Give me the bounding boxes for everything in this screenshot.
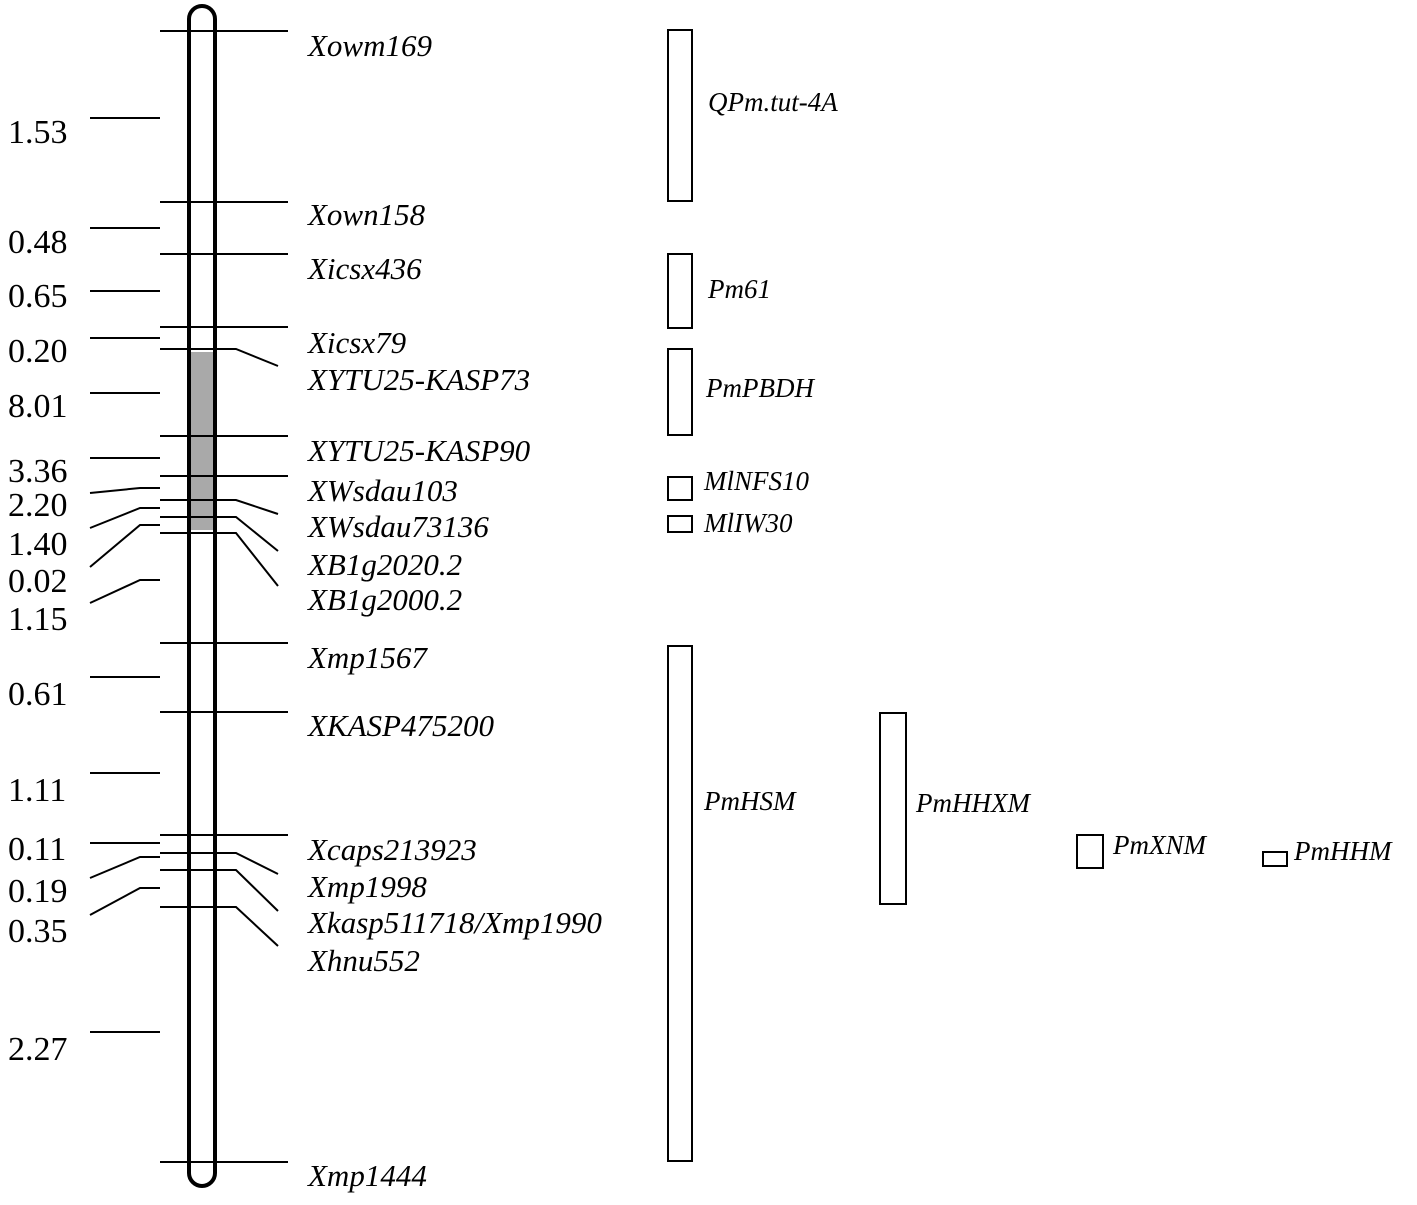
marker-label: XB1g2020.2 [306, 547, 462, 582]
gene-interval-box [667, 253, 693, 329]
marker-label: XWsdau103 [306, 473, 458, 508]
distance-label: 0.19 [8, 873, 68, 910]
marker-label: Xhnu552 [306, 943, 420, 978]
marker-label: XYTU25-KASP90 [306, 433, 531, 468]
distance-label: 0.20 [8, 333, 68, 370]
distance-label: 1.40 [8, 526, 68, 563]
marker-labels: Xowm169 Xown158 Xicsx436 Xicsx79 XYTU25-… [306, 28, 602, 1193]
distance-label: 1.11 [8, 772, 66, 809]
chromosome-bar [187, 4, 217, 1188]
marker-label: Xkasp511718/Xmp1990 [306, 905, 602, 940]
highlighted-interval [191, 352, 213, 530]
gene-interval-box [879, 712, 907, 905]
marker-label: Xcaps213923 [306, 832, 477, 867]
distance-label: 2.27 [8, 1031, 68, 1068]
marker-label: Xicsx436 [306, 251, 422, 286]
distance-label: 1.15 [8, 601, 68, 638]
gene-label: PmXNM [1112, 830, 1207, 860]
marker-label: XWsdau73136 [306, 509, 489, 544]
marker-label: Xmp1998 [306, 869, 427, 904]
distance-tick [89, 579, 160, 604]
marker-tick [160, 852, 279, 875]
distance-ticks [89, 117, 160, 1033]
marker-label: Xowm169 [306, 28, 432, 63]
distance-tick [89, 487, 160, 494]
distance-tick [89, 507, 160, 529]
distance-label: 0.65 [8, 278, 68, 315]
marker-ticks [160, 30, 288, 1163]
gene-interval-box [1262, 851, 1288, 867]
marker-label: XKASP475200 [306, 708, 494, 743]
distance-label: 0.11 [8, 831, 66, 868]
distance-tick [89, 524, 160, 568]
distance-labels: 1.53 0.48 0.65 0.20 8.01 3.36 2.20 1.40 … [8, 114, 68, 1068]
marker-tick [160, 516, 279, 552]
distance-tick [89, 856, 160, 879]
gene-interval-box [1076, 834, 1104, 869]
marker-label: Xmp1444 [306, 1158, 427, 1193]
gene-label: PmHHXM [915, 788, 1031, 818]
marker-label: XYTU25-KASP73 [306, 362, 530, 397]
marker-tick [160, 532, 279, 587]
gene-label: Pm61 [707, 274, 771, 304]
distance-label: 1.53 [8, 114, 68, 151]
gene-label: PmHSM [703, 786, 797, 816]
distance-label: 0.48 [8, 224, 68, 261]
gene-interval-box [667, 29, 693, 202]
gene-label: QPm.tut-4A [708, 87, 838, 117]
marker-tick [160, 869, 279, 912]
gene-intervals: QPm.tut-4A Pm61 PmPBDH MlNFS10 MlIW30 Pm… [667, 29, 1393, 1162]
gene-interval-box [667, 476, 693, 501]
distance-label: 0.61 [8, 676, 68, 713]
distance-tick [89, 887, 160, 916]
marker-label: XB1g2000.2 [306, 582, 462, 617]
marker-label: Xmp1567 [306, 640, 428, 675]
marker-tick [160, 499, 279, 515]
distance-label: 0.02 [8, 563, 68, 600]
marker-tick [160, 906, 279, 947]
marker-tick [160, 348, 279, 367]
distance-label: 8.01 [8, 388, 68, 425]
gene-label: MlNFS10 [703, 466, 809, 496]
distance-label: 2.20 [8, 487, 68, 524]
distance-label: 0.35 [8, 913, 68, 950]
distance-label: 3.36 [8, 453, 68, 490]
gene-interval-box [667, 515, 693, 533]
gene-interval-box [667, 348, 693, 436]
marker-label: Xicsx79 [306, 325, 406, 360]
gene-interval-box [667, 645, 693, 1162]
marker-label: Xown158 [306, 197, 426, 232]
gene-label: MlIW30 [703, 508, 793, 538]
gene-label: PmPBDH [705, 373, 815, 403]
gene-label: PmHHM [1293, 836, 1393, 866]
